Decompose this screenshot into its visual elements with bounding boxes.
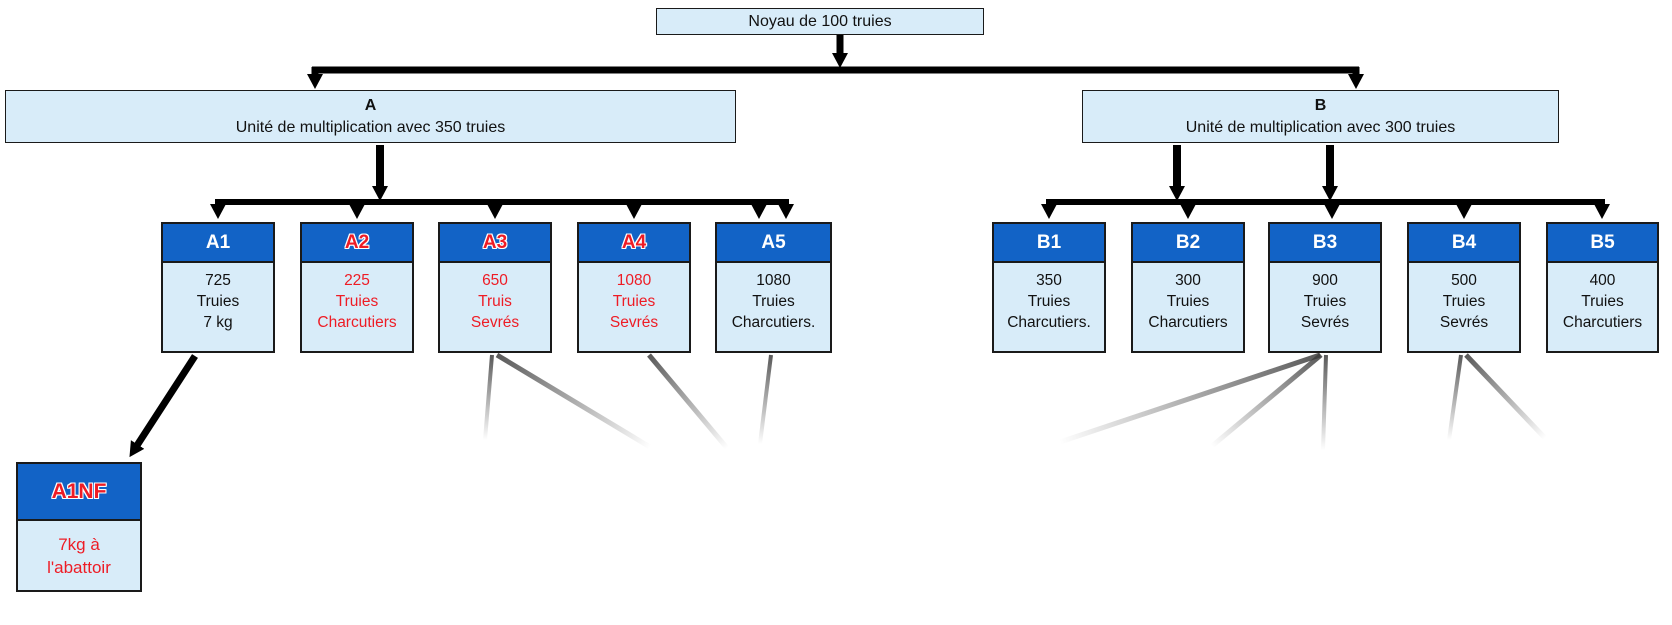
node-a1nf-label: A1NF (51, 479, 107, 503)
node-b1-label: B1 (1036, 231, 1062, 253)
node-b2: B2 300 Truies Charcutiers (1131, 222, 1245, 353)
node-a3-label: A3 (482, 231, 508, 253)
node-a1-header: A1 (163, 224, 273, 263)
node-a5-label: A5 (761, 231, 786, 253)
node-b4-label: B4 (1451, 231, 1477, 253)
node-b2-label: B2 (1175, 231, 1201, 253)
node-a1: A1 725 Truies 7 kg (161, 222, 275, 353)
node-b2-header: B2 (1133, 224, 1243, 263)
node-a2-label: A2 (344, 231, 370, 253)
node-a2-header: A2 (302, 224, 412, 263)
unit-a-title: A (364, 97, 377, 114)
node-b5: B5 400 Truies Charcutiers (1546, 222, 1659, 353)
node-a2: A2 225 Truies Charcutiers (300, 222, 414, 353)
node-b3-label: B3 (1312, 231, 1338, 253)
node-a4-header: A4 (579, 224, 689, 263)
unit-b-title: B (1314, 97, 1327, 114)
node-a1-body: 725 Truies 7 kg (196, 272, 240, 331)
unit-a-node: A Unité de multiplication avec 350 truie… (5, 90, 736, 143)
node-b3-header: B3 (1270, 224, 1380, 263)
node-b4: B4 500 Truies Sevrés (1407, 222, 1521, 353)
node-b3-body: 900 Truies Sevrés (1300, 272, 1350, 331)
unit-b-node: B Unité de multiplication avec 300 truie… (1082, 90, 1559, 143)
unit-a-subtitle: Unité de multiplication avec 350 truies (235, 119, 506, 136)
node-a4-body: 1080 Truies Sevrés (609, 272, 659, 331)
node-b1-header: B1 (994, 224, 1104, 263)
node-a1nf: A1NF 7kg à l'abattoir (16, 462, 142, 592)
node-b1-body: 350 Truies Charcutiers. (1007, 272, 1091, 331)
node-b3: B3 900 Truies Sevrés (1268, 222, 1382, 353)
root-node: Noyau de 100 truies (656, 8, 984, 35)
node-a1-label: A1 (205, 231, 231, 253)
node-b5-body: 400 Truies Charcutiers (1562, 272, 1643, 331)
node-b1: B1 350 Truies Charcutiers. (992, 222, 1106, 353)
node-b4-header: B4 (1409, 224, 1519, 263)
node-a2-body: 225 Truies Charcutiers (317, 272, 397, 331)
node-a5: A5 1080 Truies Charcutiers. (715, 222, 832, 353)
node-a5-body: 1080 Truies Charcutiers. (731, 272, 816, 331)
node-b5-label: B5 (1590, 231, 1615, 253)
node-a1nf-header: A1NF (18, 464, 140, 521)
node-b4-body: 500 Truies Sevrés (1439, 272, 1489, 331)
node-a3-header: A3 (440, 224, 550, 263)
node-a4-label: A4 (621, 231, 647, 253)
node-a3: A3 650 Truis Sevrés (438, 222, 552, 353)
node-a5-header: A5 (717, 224, 830, 263)
node-b2-body: 300 Truies Charcutiers (1148, 272, 1228, 331)
node-b5-header: B5 (1548, 224, 1657, 263)
node-a3-body: 650 Truis Sevrés (470, 272, 520, 331)
unit-b-subtitle: Unité de multiplication avec 300 truies (1185, 119, 1456, 136)
node-a1nf-body: 7kg à l'abattoir (47, 535, 111, 577)
root-node-label: Noyau de 100 truies (748, 12, 892, 30)
node-a4: A4 1080 Truies Sevrés (577, 222, 691, 353)
